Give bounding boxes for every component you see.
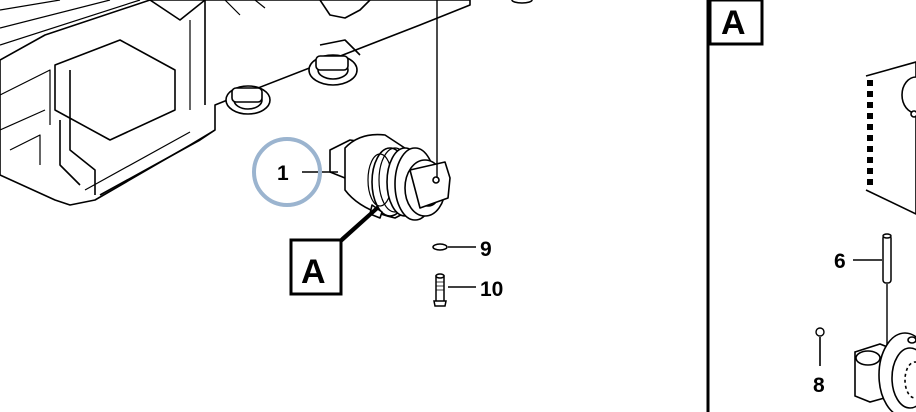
inset-cover-plate bbox=[865, 61, 916, 215]
bolt-part bbox=[433, 273, 447, 307]
callout-9-label: 9 bbox=[480, 238, 492, 261]
callout-1-highlight-circle bbox=[252, 137, 322, 207]
washer-part bbox=[432, 243, 448, 251]
callout-6-label: 6 bbox=[834, 250, 846, 273]
callout-10-label: 10 bbox=[480, 278, 503, 301]
callout-1-label: 1 bbox=[277, 162, 289, 185]
frame-roller-left bbox=[225, 85, 271, 115]
detail-a-label: A bbox=[301, 253, 326, 291]
inset-detail-a-box bbox=[708, 0, 764, 46]
track-frame-drawing bbox=[0, 0, 533, 206]
detail-a-pointer-line bbox=[334, 206, 380, 248]
inset-detail-a-label: A bbox=[721, 4, 746, 42]
inset-small-pin-part bbox=[815, 327, 825, 337]
inset-pin-part bbox=[882, 233, 892, 284]
inset-roller-bracket bbox=[854, 332, 916, 412]
callout-8-label: 8 bbox=[813, 374, 825, 397]
track-roller-assembly bbox=[329, 133, 451, 221]
frame-roller-right bbox=[308, 39, 361, 86]
detail-a-box bbox=[289, 238, 343, 296]
